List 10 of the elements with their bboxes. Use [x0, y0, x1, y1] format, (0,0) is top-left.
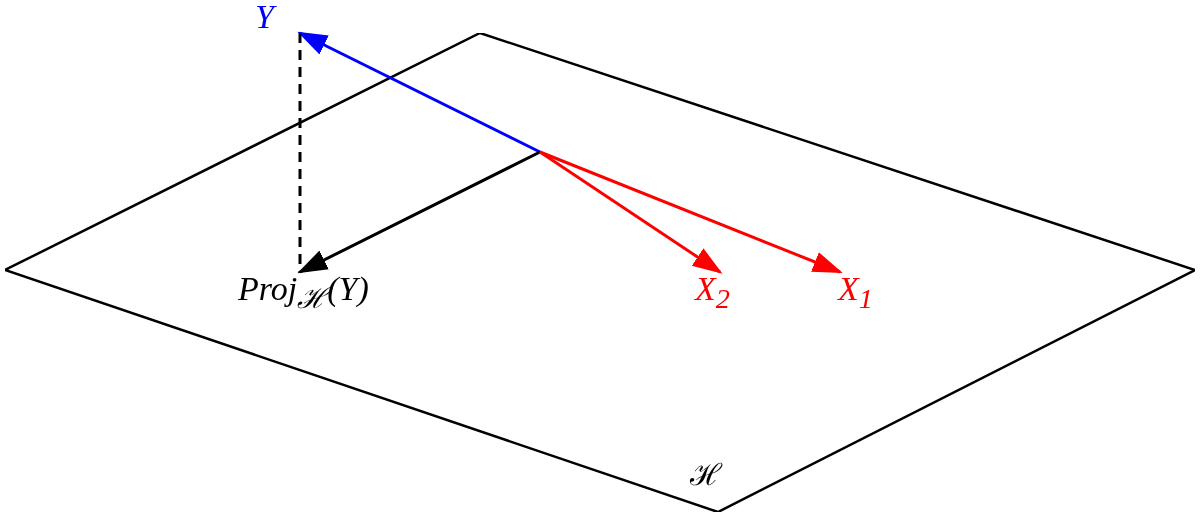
vector-label: X$_{1}$ [838, 272, 898, 312]
vector-arrow [297, 150, 541, 274]
vector-arrow [297, 31, 541, 154]
projection-line [298, 33, 302, 272]
vector-label: X$_{2}$ [695, 272, 755, 312]
plane-label: ℋ [690, 458, 722, 491]
vector-arrow [539, 150, 843, 274]
vector-label: Proj$_{ℋ}$(Y) [238, 272, 438, 312]
plane [5, 33, 1195, 512]
vector-label: Y [255, 0, 300, 33]
